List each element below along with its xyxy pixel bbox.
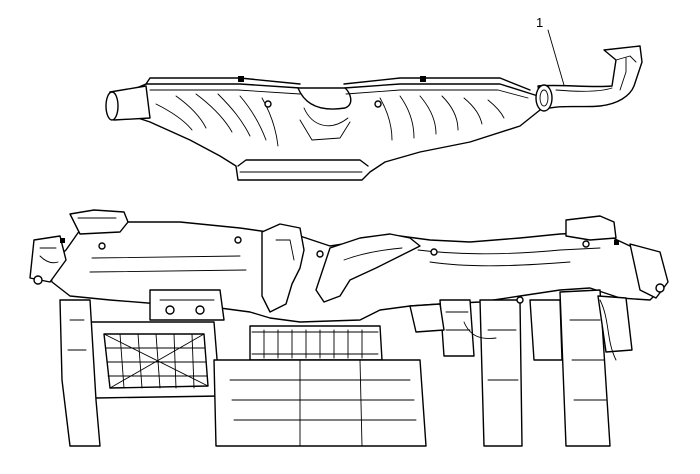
- defroster-duct: [105, 76, 541, 181]
- side-window-defogger-duct: [535, 45, 643, 112]
- instrument-panel-carrier: [29, 209, 669, 447]
- callout-label-1: 1: [536, 15, 544, 30]
- callout-leader-line: [547, 29, 567, 93]
